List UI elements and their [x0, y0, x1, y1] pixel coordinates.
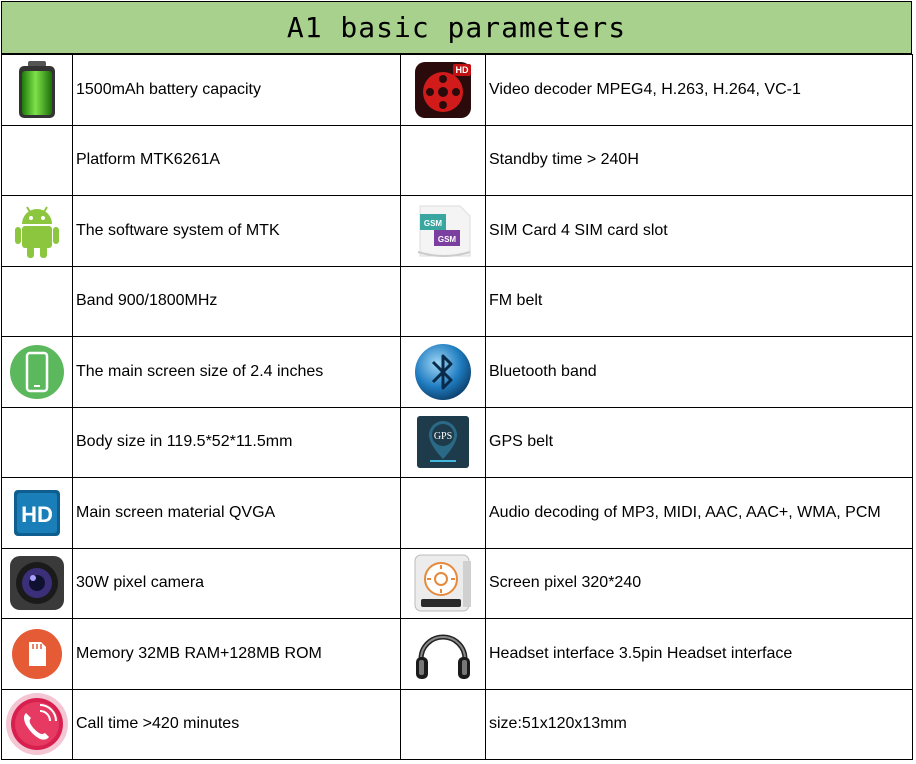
table-row: The software system of MTK GSM GSM SIM C… [1, 195, 913, 267]
gps-icon: GPS [417, 416, 469, 469]
icon-cell [1, 618, 73, 690]
spec-text: The software system of MTK [72, 195, 401, 267]
table-row: 30W pixel camera Screen pixel 320*240 [1, 547, 913, 619]
svg-text:HD: HD [456, 65, 469, 75]
spec-text: Audio decoding of MP3, MIDI, AAC, AAC+, … [485, 477, 913, 549]
spec-text: Screen pixel 320*240 [485, 547, 913, 619]
svg-text:HD: HD [21, 502, 53, 527]
phone-screen-icon [10, 344, 64, 399]
icon-cell [1, 547, 73, 619]
headphones-icon [416, 634, 470, 679]
icon-cell [400, 265, 486, 337]
table-row: 1500mAh battery capacity HD Video decode… [1, 54, 913, 126]
table-row: The main screen size of 2.4 inches Bluet… [1, 336, 913, 408]
gsm-label: GSM [424, 219, 443, 228]
spec-text: Call time >420 minutes [72, 688, 401, 760]
icon-cell [1, 688, 73, 760]
icon-cell: HD [1, 477, 73, 549]
video-hd-icon: HD [415, 61, 471, 118]
icon-cell [1, 54, 73, 126]
icon-cell [1, 336, 73, 408]
spec-text: The main screen size of 2.4 inches [72, 336, 401, 408]
spec-table: 1500mAh battery capacity HD Video decode… [1, 54, 913, 760]
bluetooth-icon [415, 343, 471, 400]
table-row: HD Main screen material QVGA Audio decod… [1, 477, 913, 549]
spec-text: Standby time > 240H [485, 124, 913, 196]
icon-cell [1, 195, 73, 267]
icon-cell: GPS [400, 406, 486, 478]
svg-text:GPS: GPS [434, 431, 452, 442]
table-row: Body size in 119.5*52*11.5mm GPS GPS bel… [1, 406, 913, 478]
spec-text: Main screen material QVGA [72, 477, 401, 549]
page-title: A1 basic parameters [1, 1, 912, 54]
spec-text: Video decoder MPEG4, H.263, H.264, VC-1 [485, 54, 913, 126]
icon-cell [400, 477, 486, 549]
android-icon [15, 206, 59, 258]
gsm-sim-icon: GSM GSM [417, 205, 471, 257]
icon-cell [400, 547, 486, 619]
battery-icon [19, 60, 55, 118]
spec-text: 1500mAh battery capacity [72, 54, 401, 126]
icon-cell [1, 124, 73, 196]
sd-card-icon [12, 628, 62, 679]
hd-icon: HD [14, 489, 60, 536]
spec-text: size:51x120x13mm [485, 688, 913, 760]
camera-icon [10, 556, 64, 611]
spec-text: Headset interface 3.5pin Headset interfa… [485, 618, 913, 690]
spec-text: GPS belt [485, 406, 913, 478]
icon-cell [400, 618, 486, 690]
table-row: Memory 32MB RAM+128MB ROM Headset interf… [1, 618, 913, 690]
spec-text: Memory 32MB RAM+128MB ROM [72, 618, 401, 690]
icon-cell [400, 688, 486, 760]
spec-text: Platform MTK6261A [72, 124, 401, 196]
icon-cell: HD [400, 54, 486, 126]
gsm-label: GSM [438, 235, 457, 244]
spec-text: Body size in 119.5*52*11.5mm [72, 406, 401, 478]
icon-cell [1, 265, 73, 337]
icon-cell [400, 124, 486, 196]
spec-text: Band 900/1800MHz [72, 265, 401, 337]
spec-text: SIM Card 4 SIM card slot [485, 195, 913, 267]
call-icon [6, 693, 68, 756]
table-row: Call time >420 minutes size:51x120x13mm [1, 688, 913, 760]
icon-cell: GSM GSM [400, 195, 486, 267]
spec-text: Bluetooth band [485, 336, 913, 408]
icon-cell [400, 336, 486, 408]
brightness-icon [414, 554, 471, 612]
table-row: Band 900/1800MHz FM belt [1, 265, 913, 337]
spec-text: 30W pixel camera [72, 547, 401, 619]
spec-text: FM belt [485, 265, 913, 337]
icon-cell [1, 406, 73, 478]
table-row: Platform MTK6261A Standby time > 240H [1, 124, 913, 196]
